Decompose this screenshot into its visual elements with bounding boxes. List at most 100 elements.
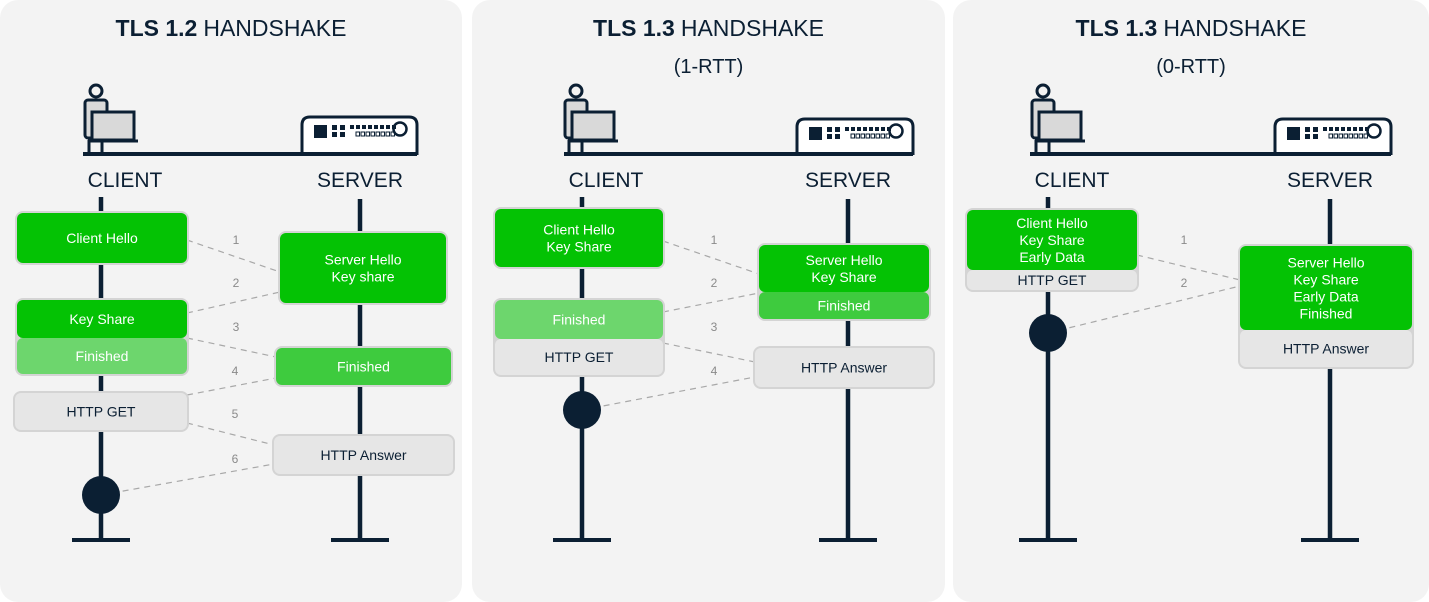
server-led-icon <box>1305 127 1310 132</box>
message-box: HTTP Answer <box>274 436 453 474</box>
server-led-icon <box>1313 127 1318 132</box>
server-port-icon <box>863 127 867 131</box>
message-box-bg <box>759 292 929 319</box>
message-box-label: Early Data <box>1293 289 1359 305</box>
message-box: HTTP Answer <box>755 348 933 387</box>
server-port-icon <box>870 133 875 139</box>
message-box-bg <box>759 245 929 292</box>
server-port-icon <box>869 127 873 131</box>
response-received-dot <box>82 476 120 514</box>
server-port-icon <box>1353 133 1358 139</box>
server-power-icon <box>888 123 904 139</box>
server-led-icon <box>1313 134 1318 139</box>
message-box-bg <box>967 210 1137 270</box>
message-arrow <box>186 239 281 273</box>
person-head-icon <box>1035 83 1051 99</box>
message-box-label: Key Share <box>69 311 135 327</box>
server-port-icon <box>385 131 390 137</box>
server-port-icon <box>380 131 385 137</box>
server-port-icon <box>365 131 370 137</box>
message-box-label: Finished <box>337 359 390 375</box>
message-box-label: Key Share <box>1019 232 1085 248</box>
message-box-bg <box>967 270 1137 290</box>
message-box-label: HTTP Answer <box>801 360 887 376</box>
message-arrow <box>662 342 756 363</box>
laptop-screen-icon <box>1037 110 1083 142</box>
server-led-icon <box>827 134 832 139</box>
server-panel-icon <box>314 125 327 138</box>
step-number: 1 <box>711 233 718 247</box>
message-box-label: Client Hello <box>543 222 615 238</box>
message-box-label: Finished <box>1300 306 1353 322</box>
message-box-label: HTTP Answer <box>320 447 406 463</box>
message-box-label: Finished <box>553 312 606 328</box>
message-box: HTTP GET <box>15 393 187 430</box>
server-port-icon <box>1323 127 1327 131</box>
message-box-label: Finished <box>818 298 871 314</box>
response-received-dot <box>1029 314 1067 352</box>
server-led-icon <box>835 127 840 132</box>
message-box: HTTP GET <box>967 270 1137 290</box>
panel-title-handshake: HANDSHAKE <box>1163 15 1306 41</box>
panel-subtitle: (1-RTT) <box>674 56 744 78</box>
server-port-icon <box>860 133 865 139</box>
message-box-bg <box>495 300 663 339</box>
step-number: 4 <box>711 364 718 378</box>
server-port-icon <box>350 125 354 129</box>
server-port-icon <box>360 131 365 137</box>
step-number: 3 <box>711 320 718 334</box>
server-port-icon <box>845 127 849 131</box>
message-box-label: Key Share <box>811 269 877 285</box>
laptop-screen-icon <box>570 110 616 142</box>
client-label: CLIENT <box>1035 169 1110 192</box>
laptop-screen-icon <box>90 110 136 142</box>
server-port-icon <box>1343 133 1348 139</box>
message-box: Finished <box>495 300 663 339</box>
server-port-icon <box>1353 127 1357 131</box>
message-box-bg <box>1240 246 1412 330</box>
client-label: CLIENT <box>569 169 644 192</box>
person-head-icon <box>88 83 104 99</box>
server-panel-icon <box>1287 127 1300 140</box>
step-number: 6 <box>232 452 239 466</box>
server-port-icon <box>1348 133 1353 139</box>
message-box-bg <box>495 339 663 375</box>
message-box-label: Server Hello <box>324 252 401 268</box>
step-number: 2 <box>233 276 240 290</box>
server-port-icon <box>386 125 390 129</box>
message-box: Client Hello <box>17 213 187 263</box>
message-box-bg <box>274 436 453 474</box>
message-box-label: Key Share <box>546 239 612 255</box>
server-label: SERVER <box>317 169 403 192</box>
message-box-label: HTTP Answer <box>1283 341 1369 357</box>
panel-title-version: TLS 1.3 <box>1076 15 1158 41</box>
message-box-label: Key share <box>331 269 394 285</box>
server-port-icon <box>374 125 378 129</box>
message-box: Finished <box>276 348 451 385</box>
server-icon <box>795 117 915 155</box>
message-arrow <box>1136 254 1241 281</box>
server-port-icon <box>885 133 890 139</box>
message-box: HTTP GET <box>495 339 663 375</box>
server-port-icon <box>1358 133 1363 139</box>
server-port-icon <box>1333 133 1338 139</box>
server-label: SERVER <box>805 169 891 192</box>
panel-subtitle: (0-RTT) <box>1156 56 1226 78</box>
server-port-icon <box>368 125 372 129</box>
message-box-label: Server Hello <box>805 252 882 268</box>
step-number: 2 <box>1181 276 1188 290</box>
message-box-bg <box>17 213 187 263</box>
message-arrow <box>186 377 277 396</box>
server-led-icon <box>332 125 337 130</box>
message-box-bg <box>17 338 187 374</box>
message-box-label: Client Hello <box>66 230 138 246</box>
server-power-icon <box>1366 123 1382 139</box>
server-label: SERVER <box>1287 169 1373 192</box>
